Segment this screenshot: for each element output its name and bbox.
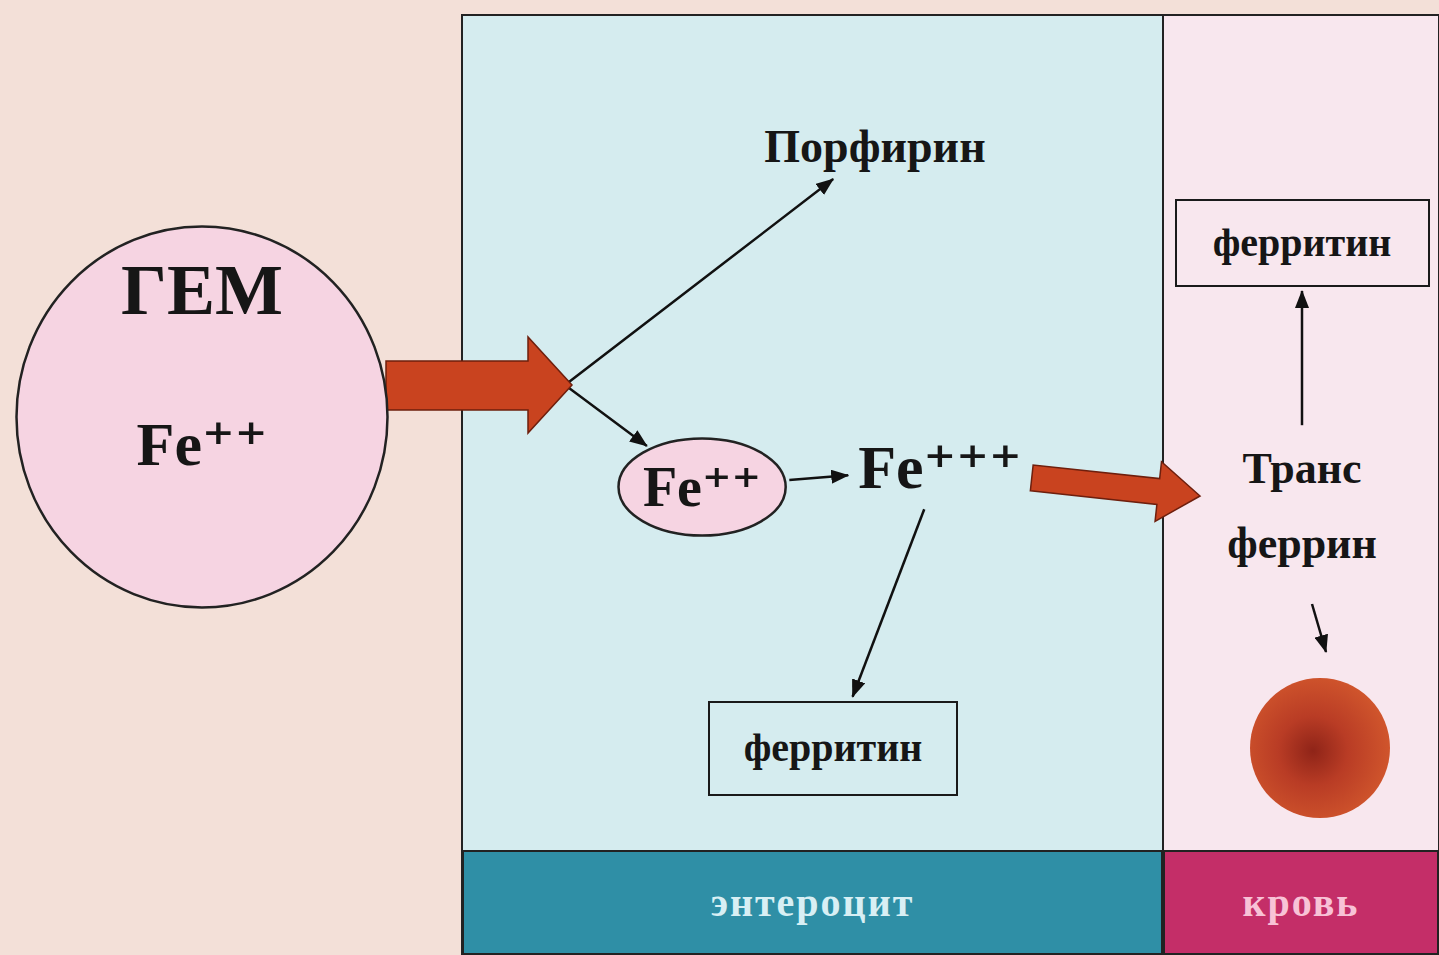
band-label: кровь xyxy=(1242,880,1359,926)
node-text: ферритин xyxy=(744,725,923,771)
ellipse-shape xyxy=(17,227,388,608)
node-text: Fe⁺⁺ xyxy=(137,409,268,480)
band-label: энтероцит xyxy=(711,880,915,926)
porphyrin-label: Порфирин xyxy=(758,119,991,176)
node-text: Fe⁺⁺ xyxy=(643,455,761,519)
transferrin-label: Транс феррин xyxy=(1207,432,1397,582)
iron-ii-ellipse: Fe⁺⁺ xyxy=(617,437,787,537)
blood-panel: ферритинТранс феррин кровь xyxy=(1163,15,1439,955)
cell-band: кровь xyxy=(1163,850,1439,955)
node-text: Транс феррин xyxy=(1207,432,1397,582)
node-text: ГЕМ xyxy=(121,249,283,332)
flow-arrow xyxy=(853,509,925,697)
iron-iii-label: Fe⁺⁺⁺ xyxy=(854,432,1026,503)
flow-arrow xyxy=(789,475,848,480)
ferritin-box: ферритин xyxy=(1175,199,1430,287)
blood-ground xyxy=(1163,15,1439,955)
ellipse-shape xyxy=(618,439,785,536)
ferritin-box: ферритин xyxy=(708,701,958,796)
transport-arrow xyxy=(1030,462,1200,522)
enterocyte-panel: ПорфиринFe⁺⁺ Fe⁺⁺⁺ ферритин энтероцит xyxy=(462,15,1163,955)
leader-arrow xyxy=(1312,604,1326,652)
node-text: ферритин xyxy=(1213,220,1392,266)
red-blood-cell xyxy=(1250,678,1390,818)
heme-circle: ГЕМ Fe⁺⁺ xyxy=(15,225,389,609)
node-text: Порфирин xyxy=(764,121,985,174)
heme-entry-arrow xyxy=(386,337,572,433)
node-text: Fe⁺⁺⁺ xyxy=(858,432,1022,503)
cell-band: энтероцит xyxy=(462,850,1163,955)
flow-arrow xyxy=(1301,291,1304,425)
